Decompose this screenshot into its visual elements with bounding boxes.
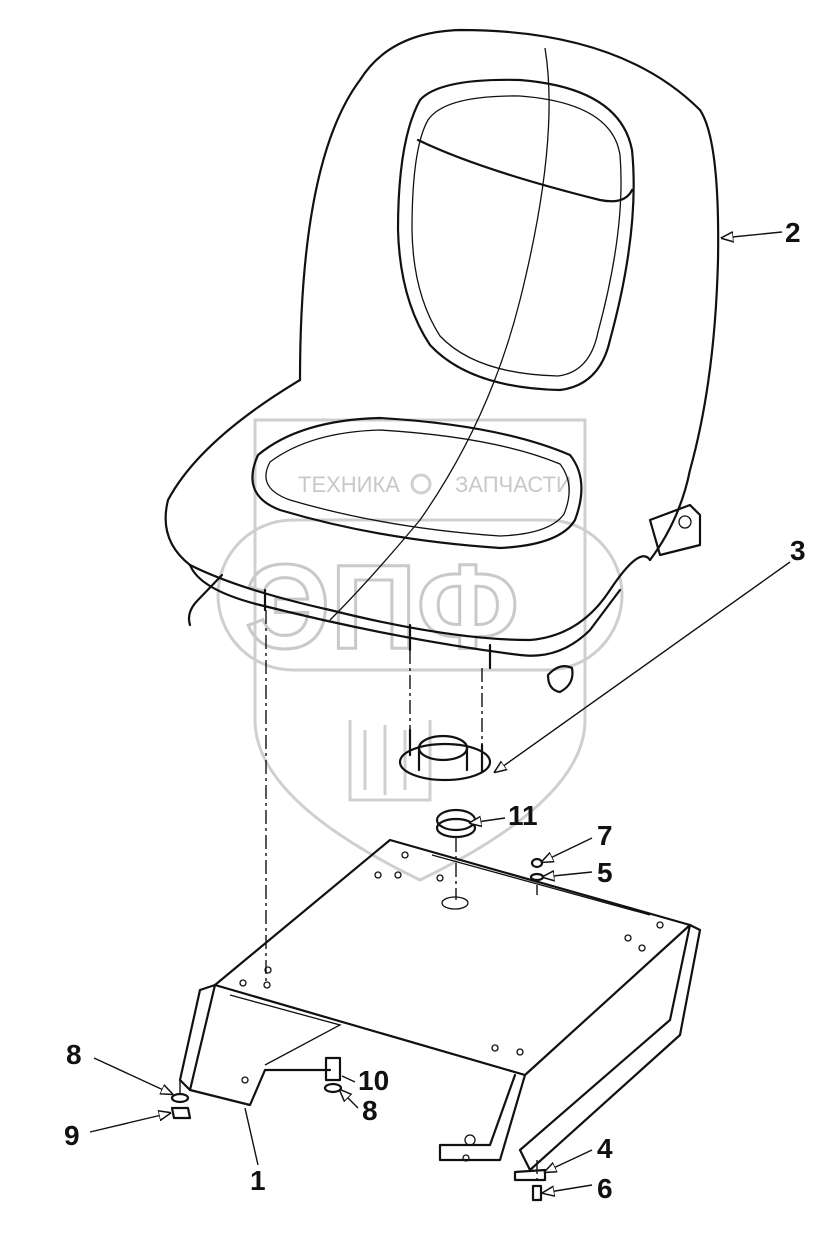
seat-base-center-hole (441, 896, 469, 910)
callout-1: 1 (250, 1165, 266, 1196)
callout-8-right: 8 (362, 1095, 378, 1126)
seat-adjust-lever (187, 573, 224, 627)
seat-cushion-outline (164, 378, 652, 642)
seat-base-front-wall (438, 1073, 527, 1162)
seat-base (178, 838, 702, 1172)
gear-icon (410, 473, 432, 495)
watermark-left-word: ТЕХНИКА (298, 472, 400, 497)
callout-4: 4 (597, 1133, 613, 1164)
callout-11: 11 (508, 800, 538, 831)
leader-10 (341, 1075, 356, 1083)
seat-base-top-plate (213, 838, 692, 1077)
leader-5 (543, 872, 593, 877)
seat (164, 28, 720, 694)
washer-8-left (170, 1092, 190, 1104)
callout-5: 5 (597, 857, 613, 888)
leader-1 (244, 1107, 259, 1166)
watermark-right-word: ЗАПЧАСТИ (455, 472, 572, 497)
washer-5 (529, 872, 545, 882)
center-lines (179, 610, 538, 1180)
bolt-6 (531, 1184, 543, 1202)
callout-labels: 2 3 11 7 5 10 8 8 9 1 4 6 (64, 217, 806, 1204)
seat-base-holes (239, 851, 664, 1162)
seat-backrest-outline (298, 28, 720, 562)
nut-7 (530, 857, 544, 869)
callout-2: 2 (785, 217, 801, 248)
leader-3 (495, 561, 791, 772)
leader-lines (89, 232, 791, 1193)
callout-3: 3 (790, 535, 806, 566)
watermark-shield (253, 418, 587, 882)
leader-8b (340, 1090, 359, 1109)
seat-backrest-inner-line (411, 95, 622, 377)
seat-cushion-pad (251, 416, 583, 550)
leader-4 (545, 1149, 593, 1172)
callout-7: 7 (597, 820, 613, 851)
leader-7 (542, 837, 593, 862)
switch-body (417, 734, 469, 762)
seat-cushion-pad-inner (265, 429, 570, 537)
seat-base-pan (188, 563, 622, 657)
callout-8-left: 8 (66, 1039, 82, 1070)
bolt-10 (324, 1056, 342, 1082)
seat-base-strap (431, 854, 651, 916)
switch-flange (398, 742, 492, 782)
callout-6: 6 (597, 1173, 613, 1204)
seat-bracket-hole (678, 515, 692, 529)
watermark-emblem (348, 720, 432, 802)
seat-switch (398, 728, 492, 782)
seat-backrest-seam (329, 47, 550, 621)
watermark-monogram: ЭПФ (245, 540, 519, 674)
callout-10: 10 (358, 1065, 389, 1096)
leader-2 (722, 232, 783, 238)
leader-9 (89, 1113, 170, 1133)
hardware (170, 857, 547, 1202)
leader-8a (93, 1057, 172, 1094)
plate-4 (513, 1168, 547, 1182)
callout-9: 9 (64, 1120, 80, 1151)
seat-base-left-wall (188, 983, 332, 1107)
washer-8-right (323, 1082, 343, 1094)
seat-side-bracket (648, 503, 702, 557)
watermark: ТЕХНИКА ЗАПЧАСТИ ЭПФ (216, 418, 624, 882)
leader-6 (543, 1184, 593, 1193)
nut-9 (170, 1106, 192, 1120)
leader-11 (470, 818, 506, 823)
seat-knob (546, 665, 574, 694)
grommet (435, 808, 477, 839)
seat-lumbar-strip (416, 138, 634, 203)
seat-backrest-panel (396, 78, 635, 392)
